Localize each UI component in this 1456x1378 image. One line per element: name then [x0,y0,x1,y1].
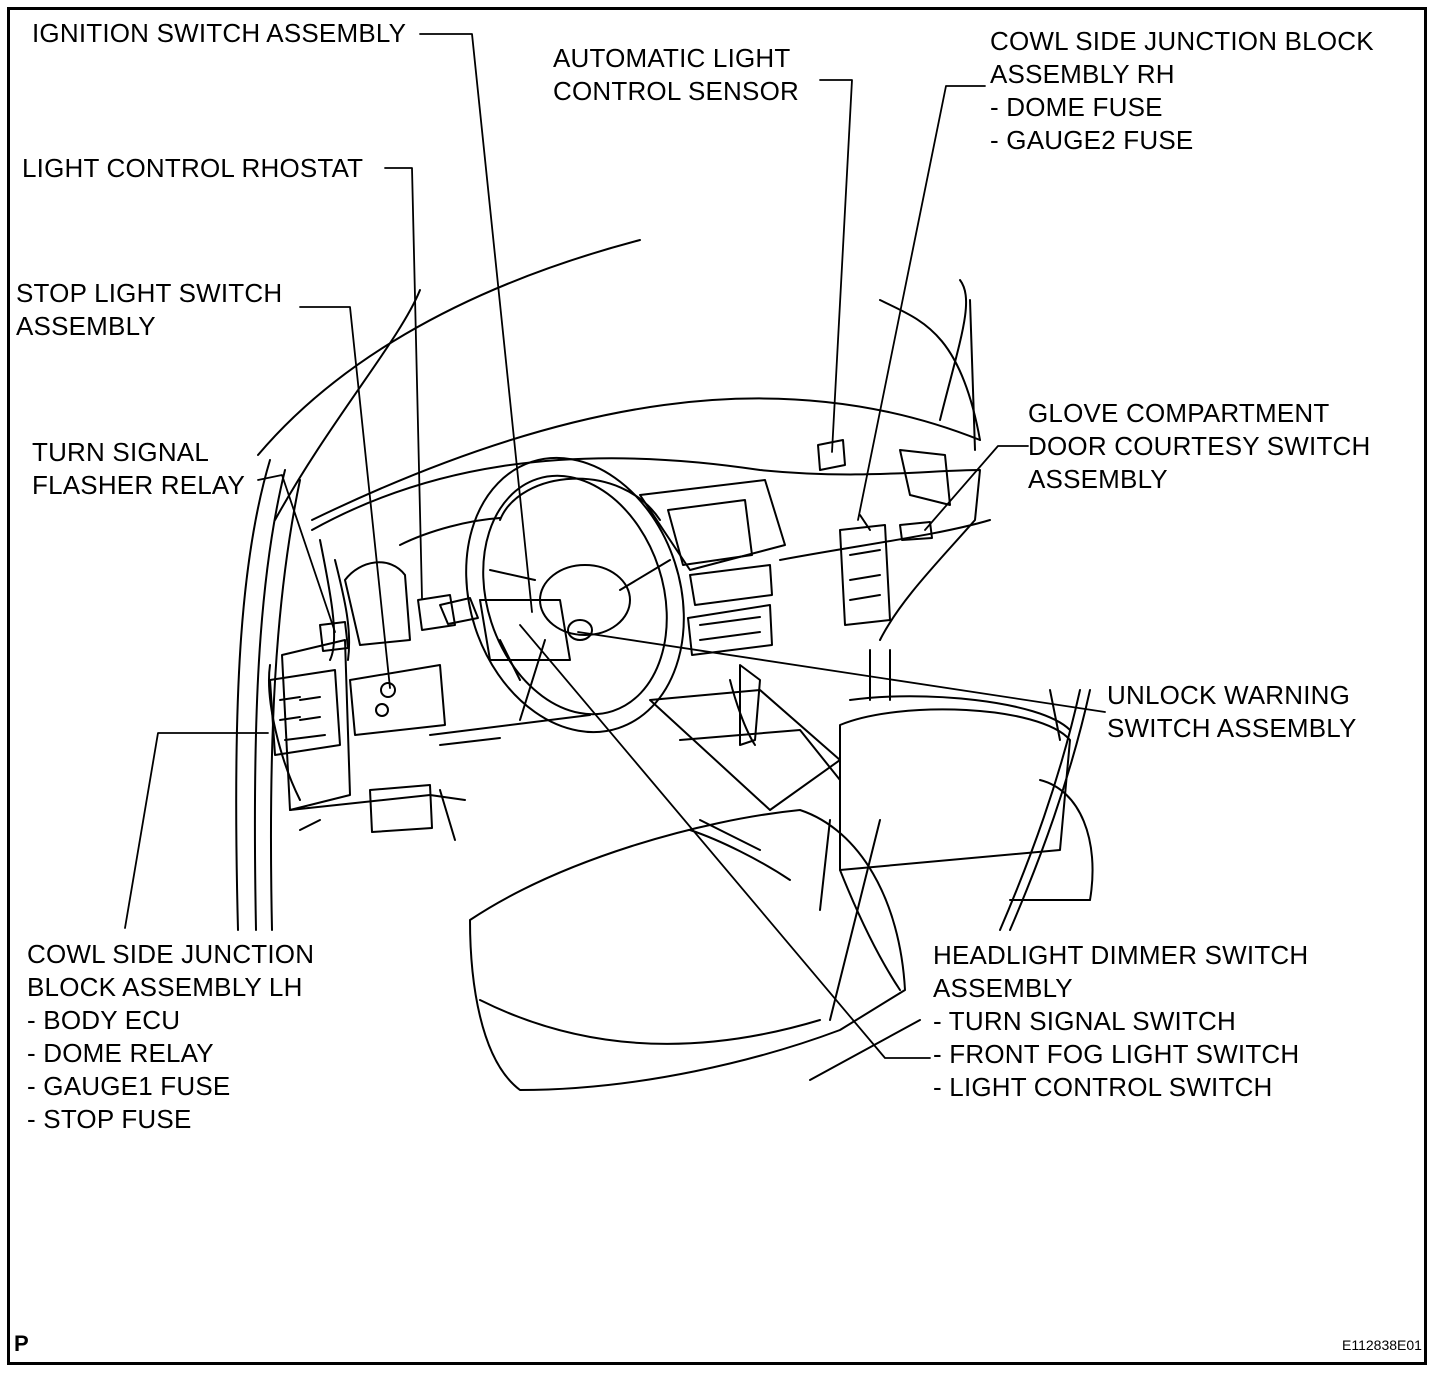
label-line: - TURN SIGNAL SWITCH [933,1006,1237,1036]
label-line: - FRONT FOG LIGHT SWITCH [933,1039,1300,1069]
label-unlock-warning-switch: UNLOCK WARNING SWITCH ASSEMBLY [1107,679,1357,745]
diagram-frame [7,7,1427,1365]
label-line: - STOP FUSE [27,1104,192,1134]
label-line: STOP LIGHT SWITCH [16,278,283,308]
center-armrest [819,649,1094,1021]
label-line: IGNITION SWITCH ASSEMBLY [32,18,407,48]
label-line: LIGHT CONTROL RHOSTAT [22,153,364,183]
steering-wheel [465,456,685,734]
label-automatic-light-sensor: AUTOMATIC LIGHT CONTROL SENSOR [553,42,799,108]
label-line: - LIGHT CONTROL SWITCH [933,1072,1273,1102]
driver-seat [469,809,921,1091]
windshield-outline [235,239,981,931]
leader-lines [124,33,1106,1059]
label-cowl-junction-rh: COWL SIDE JUNCTION BLOCK ASSEMBLY RH - D… [990,25,1374,157]
label-line: - GAUGE1 FUSE [27,1071,231,1101]
label-line: AUTOMATIC LIGHT [553,43,791,73]
label-line: BLOCK ASSEMBLY LH [27,972,303,1002]
label-cowl-junction-lh: COWL SIDE JUNCTION BLOCK ASSEMBLY LH - B… [27,938,314,1136]
label-line: ASSEMBLY RH [990,59,1175,89]
label-line: - GAUGE2 FUSE [990,125,1194,155]
label-line: GLOVE COMPARTMENT [1028,398,1330,428]
component-symbols [269,439,951,831]
label-turn-signal-flasher: TURN SIGNAL FLASHER RELAY [32,436,245,502]
label-line: - BODY ECU [27,1005,181,1035]
label-headlight-dimmer-switch: HEADLIGHT DIMMER SWITCH ASSEMBLY - TURN … [933,939,1308,1104]
dashboard-outline [268,457,981,841]
label-line: ASSEMBLY [933,973,1073,1003]
label-stop-light-switch: STOP LIGHT SWITCH ASSEMBLY [16,277,282,343]
label-glove-compartment-switch: GLOVE COMPARTMENT DOOR COURTESY SWITCH A… [1028,397,1371,496]
label-line: - DOME FUSE [990,92,1163,122]
label-line: DOOR COURTESY SWITCH [1028,431,1371,461]
label-line: ASSEMBLY [16,311,156,341]
label-line: SWITCH ASSEMBLY [1107,713,1357,743]
figure-id: E112838E01 [1342,1337,1422,1353]
label-line: COWL SIDE JUNCTION [27,939,315,969]
center-console [639,479,991,811]
label-line: FLASHER RELAY [32,470,246,500]
label-line: HEADLIGHT DIMMER SWITCH [933,940,1309,970]
label-line: UNLOCK WARNING [1107,680,1351,710]
label-ignition-switch: IGNITION SWITCH ASSEMBLY [32,17,406,50]
label-line: ASSEMBLY [1028,464,1168,494]
label-light-control-rheostat: LIGHT CONTROL RHOSTAT [22,152,363,185]
label-line: COWL SIDE JUNCTION BLOCK [990,26,1374,56]
label-line: CONTROL SENSOR [553,76,799,106]
label-line: - DOME RELAY [27,1038,214,1068]
label-line: TURN SIGNAL [32,437,210,467]
page-mark: P [14,1331,29,1356]
